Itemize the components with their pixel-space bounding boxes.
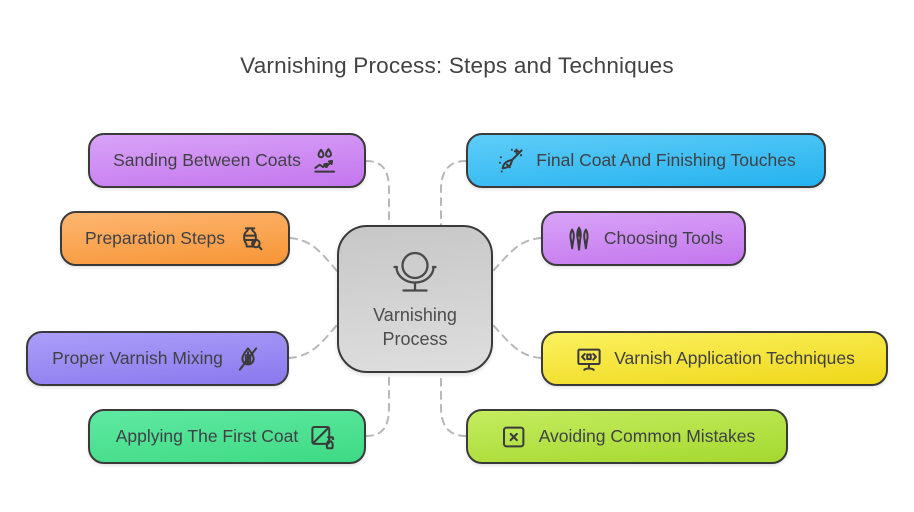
node-varnish-application-techniques[interactable]: Varnish Application Techniques	[541, 331, 888, 386]
center-node-varnishing-process[interactable]: Varnishing Process	[337, 225, 493, 373]
node-sanding-between-coats[interactable]: Sanding Between Coats	[88, 133, 366, 188]
node-label: Sanding Between Coats	[113, 150, 301, 170]
x-box-icon	[502, 426, 525, 447]
broom-sparkles-icon	[499, 148, 523, 172]
node-final-coat-and-finishing-touches[interactable]: Final Coat And Finishing Touches	[466, 133, 826, 188]
droplets-surface-icon	[314, 147, 336, 173]
droplet-slash-icon	[238, 346, 258, 371]
node-label: Varnish Application Techniques	[614, 348, 855, 368]
page-title: Varnishing Process: Steps and Techniques	[240, 53, 674, 78]
brushes-icon	[569, 226, 589, 251]
node-preparation-steps[interactable]: Preparation Steps	[60, 211, 290, 266]
node-avoiding-common-mistakes[interactable]: Avoiding Common Mistakes	[466, 409, 788, 464]
node-label: Applying The First Coat	[115, 426, 299, 446]
connector-final-coat	[440, 160, 467, 226]
mirror-icon	[393, 251, 437, 292]
node-label: Proper Varnish Mixing	[52, 348, 223, 368]
node-label: Final Coat And Finishing Touches	[536, 150, 796, 170]
center-node-label: Varnishing Process	[373, 304, 457, 349]
connector-mistakes	[440, 372, 467, 437]
connector-first-coat	[365, 372, 390, 437]
node-label: Choosing Tools	[603, 228, 724, 248]
connector-preparation	[289, 237, 338, 272]
connector-choosing-tools	[492, 237, 542, 272]
node-label: Avoiding Common Mistakes	[538, 426, 756, 446]
node-label: Preparation Steps	[84, 228, 226, 248]
connector-sanding	[365, 160, 390, 226]
connector-application	[492, 324, 542, 359]
connector-mixing	[288, 324, 338, 359]
node-choosing-tools[interactable]: Choosing Tools	[541, 211, 746, 266]
node-proper-varnish-mixing[interactable]: Proper Varnish Mixing	[26, 331, 289, 386]
node-applying-the-first-coat[interactable]: Applying The First Coat	[88, 409, 366, 464]
jar-search-icon	[243, 226, 263, 250]
spray-panel-icon	[311, 425, 335, 449]
code-monitor-icon	[577, 348, 601, 371]
